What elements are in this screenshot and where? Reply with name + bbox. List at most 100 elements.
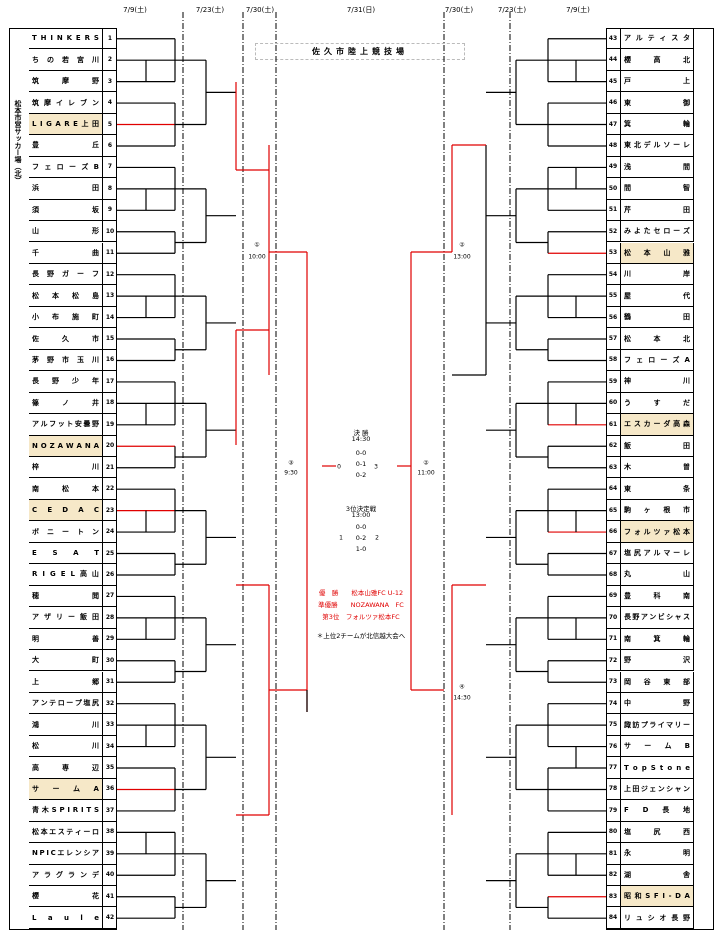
team-number: 36 <box>105 785 115 793</box>
team-number: 70 <box>608 613 618 621</box>
team-number: 48 <box>608 141 618 149</box>
team-number: 1 <box>107 34 113 42</box>
team-name: 湖舎 <box>620 864 694 885</box>
team-name: 松本北 <box>620 328 694 349</box>
team-name: 塩尻アルマーレ <box>620 542 694 564</box>
semi-time-5: 14:30 <box>453 694 471 702</box>
team-name: 神川 <box>620 371 694 392</box>
semi-mark-5: ④ <box>459 683 465 691</box>
team-name: フォルツァ松本 <box>620 521 694 542</box>
team-name: 佐久市 <box>29 328 103 349</box>
team-name: 豊丘 <box>29 135 103 156</box>
team-name: 松本松島 <box>29 285 103 306</box>
team-number: 39 <box>105 849 115 857</box>
date-header-l1: 7/9(土) <box>123 6 147 14</box>
team-number: 81 <box>608 849 618 857</box>
team-number: 58 <box>608 356 618 364</box>
team-number: 64 <box>608 485 618 493</box>
team-name: アザリー飯田 <box>29 607 103 628</box>
team-name: アルティスタ <box>620 28 694 49</box>
team-name: 大町 <box>29 650 103 671</box>
team-name: 駒ヶ根市 <box>620 499 694 521</box>
team-number: 32 <box>105 699 115 707</box>
team-number: 19 <box>105 420 115 428</box>
team-name: 丸山 <box>620 564 694 585</box>
final-left-score: 0 <box>337 463 341 471</box>
team-name: 永明 <box>620 843 694 864</box>
team-name: 長野ガーフ <box>29 263 103 285</box>
team-number: 25 <box>105 549 115 557</box>
team-name: ちの若宮川 <box>29 49 103 70</box>
team-name: 鴻川 <box>29 714 103 735</box>
team-number: 23 <box>105 506 115 514</box>
team-name: 須坂 <box>29 199 103 221</box>
team-number: 33 <box>105 721 115 729</box>
team-number: 21 <box>105 463 115 471</box>
team-name: 櫻高北 <box>620 49 694 70</box>
team-name: 松本エスティーロ <box>29 821 103 843</box>
team-name: 中野 <box>620 692 694 714</box>
date-header-center: 7/31(日) <box>346 6 376 14</box>
team-name: 松川 <box>29 735 103 757</box>
final-pk-3: 0-2 <box>355 471 367 479</box>
team-number: 52 <box>608 227 618 235</box>
team-name: 木曽 <box>620 457 694 478</box>
team-number: 6 <box>107 141 113 149</box>
team-number: 47 <box>608 120 618 128</box>
team-number: 76 <box>608 742 618 750</box>
team-number: 56 <box>608 313 618 321</box>
team-number: 7 <box>107 163 113 171</box>
third-right-score: 2 <box>375 534 379 542</box>
team-name: 諏訪プライマリー <box>620 714 694 735</box>
team-number: 51 <box>608 206 618 214</box>
semi-mark-2: ② <box>459 241 465 249</box>
team-number: 63 <box>608 463 618 471</box>
third-left-score: 1 <box>339 534 343 542</box>
team-number: 75 <box>608 721 618 729</box>
semi-time-2: 13:00 <box>453 253 471 261</box>
team-name: 櫻花 <box>29 886 103 907</box>
team-name: エスカーダ高森 <box>620 414 694 435</box>
team-number: 2 <box>107 56 113 64</box>
team-number: 54 <box>608 270 618 278</box>
team-number: 67 <box>608 549 618 557</box>
venue-title: 佐久市陸上競技場 <box>255 43 465 60</box>
team-number: 14 <box>105 313 115 321</box>
team-number: 46 <box>608 99 618 107</box>
team-name: 南松本 <box>29 478 103 499</box>
team-name: アルフット安曇野 <box>29 414 103 435</box>
team-number: 34 <box>105 742 115 750</box>
team-number: 61 <box>608 420 618 428</box>
team-name: 鶴田 <box>620 306 694 328</box>
